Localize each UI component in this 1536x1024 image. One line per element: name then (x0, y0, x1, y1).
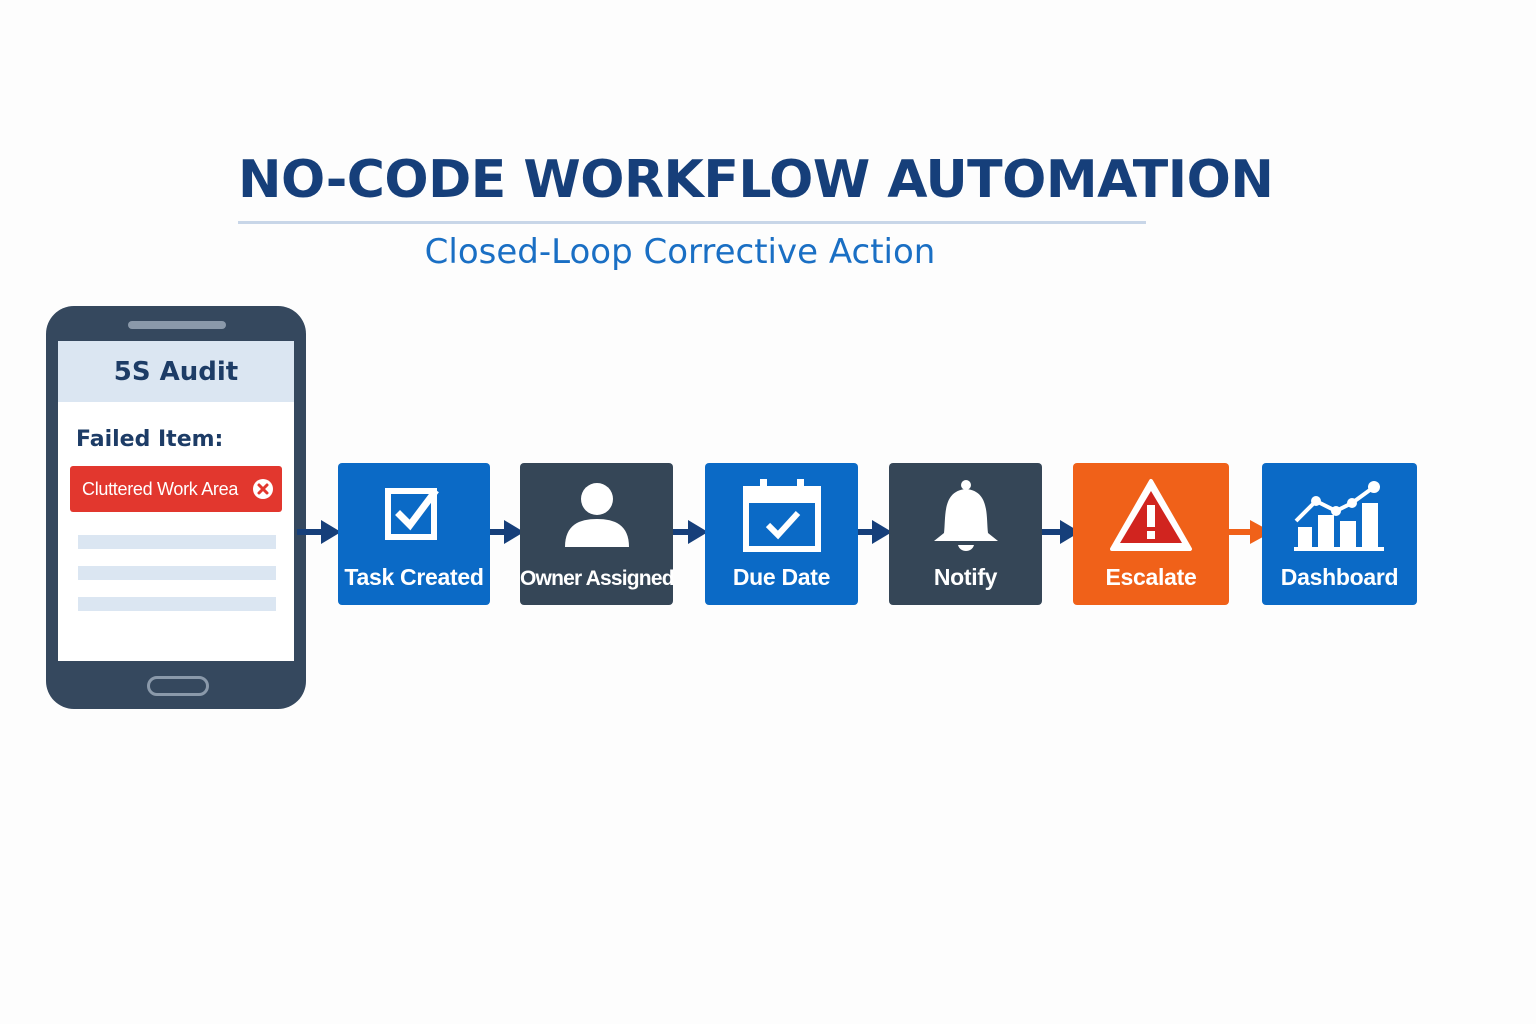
step-dashboard[interactable]: Dashboard (1262, 463, 1417, 605)
bar-chart-icon (1293, 481, 1384, 551)
title-divider (238, 221, 1146, 224)
audit-header: 5S Audit (58, 341, 294, 402)
failed-item-badge[interactable]: Cluttered Work Area (70, 466, 282, 512)
checkbox-icon (385, 488, 439, 540)
arrow-right-icon (1040, 520, 1080, 544)
failed-item-text: Cluttered Work Area (82, 478, 239, 499)
step-label: Notify (933, 564, 998, 590)
phone-device: 5S Audit Failed Item: Cluttered Work Are… (46, 306, 306, 709)
step-notify[interactable]: Notify (889, 463, 1042, 605)
arrow-right-icon (1228, 520, 1272, 544)
arrow-right-icon (488, 520, 524, 544)
placeholder-line (78, 566, 276, 580)
bell-icon (933, 480, 998, 551)
placeholder-line (78, 535, 276, 549)
step-due-date[interactable]: Due Date (705, 463, 858, 605)
page-title: NO-CODE WORKFLOW AUTOMATION (238, 150, 1274, 210)
page-subtitle: Closed-Loop Corrective Action (424, 232, 936, 272)
phone-speaker (128, 321, 226, 329)
step-escalate[interactable]: Escalate (1073, 463, 1229, 605)
step-label: Dashboard (1280, 564, 1399, 590)
placeholder-line (78, 597, 276, 611)
warning-icon (1110, 479, 1192, 551)
phone-screen: 5S Audit Failed Item: Cluttered Work Are… (58, 341, 294, 661)
user-icon (564, 483, 629, 547)
arrow-right-icon (856, 520, 892, 544)
calendar-check-icon (742, 479, 821, 552)
arrow-right-icon (297, 520, 341, 544)
home-button[interactable] (147, 676, 209, 696)
step-label: Due Date (732, 564, 831, 590)
failed-item-label: Failed Item: (76, 427, 224, 452)
step-label: Owner Assigned (520, 567, 675, 590)
step-label: Escalate (1105, 564, 1197, 590)
step-task-created[interactable]: Task Created (338, 463, 490, 605)
step-owner-assigned[interactable]: Owner Assigned (520, 463, 675, 605)
arrow-right-icon (672, 520, 708, 544)
close-circle-icon[interactable] (252, 478, 274, 500)
step-label: Task Created (344, 564, 484, 590)
